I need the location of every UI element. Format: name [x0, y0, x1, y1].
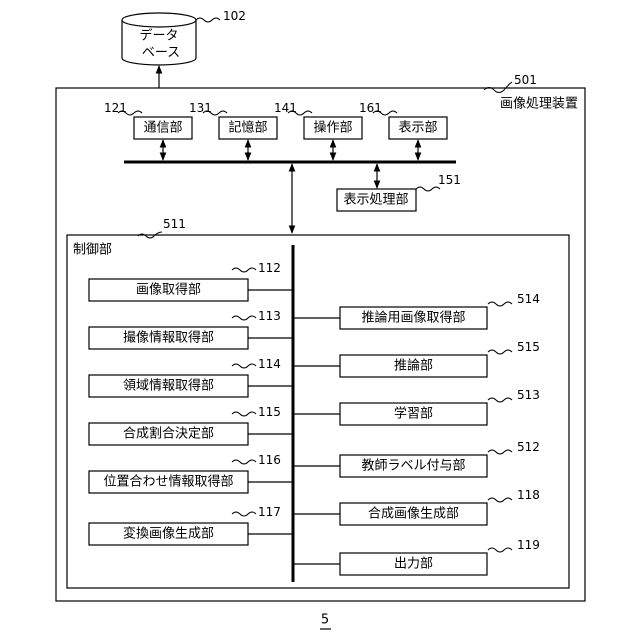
- display-processing-ref: 151: [438, 173, 461, 187]
- right-unit-ref: 514: [517, 292, 540, 306]
- left-unit-ref: 115: [258, 405, 281, 419]
- top-unit-label: 記憶部: [228, 120, 267, 136]
- right-unit-label: 学習部: [394, 406, 433, 422]
- database-ref: 102: [223, 9, 246, 23]
- control-title: 制御部: [73, 243, 112, 258]
- top-unit-ref: 131: [189, 101, 212, 115]
- database-label-line2: ベース: [142, 46, 180, 61]
- right-unit-label: 推論用画像取得部: [361, 310, 465, 326]
- left-unit-label: 画像取得部: [136, 282, 201, 298]
- left-unit-ref: 113: [258, 309, 281, 323]
- left-unit-ref: 117: [258, 505, 281, 519]
- database-ref-leader: [196, 18, 220, 22]
- left-unit-label: 領域情報取得部: [123, 378, 214, 394]
- right-unit-label: 教師ラベル付与部: [361, 458, 465, 474]
- database: データ ベース 102: [122, 9, 246, 65]
- left-unit-ref: 114: [258, 357, 281, 371]
- device-ref: 501: [514, 73, 537, 87]
- left-unit-label: 合成割合決定部: [123, 426, 214, 442]
- right-unit-label: 合成画像生成部: [368, 507, 459, 522]
- control-ref: 511: [163, 217, 186, 231]
- top-unit-label: 表示部: [398, 121, 437, 136]
- left-unit-label: 位置合わせ情報取得部: [103, 474, 233, 490]
- right-unit-ref: 513: [517, 388, 540, 402]
- right-unit-ref: 512: [517, 440, 540, 454]
- left-unit-label: 変換画像生成部: [123, 526, 214, 542]
- database-label-line1: データ: [139, 28, 178, 44]
- figure-number: 5: [321, 613, 329, 628]
- left-unit-ref: 116: [258, 453, 281, 467]
- top-unit-label: 操作部: [313, 120, 352, 136]
- left-unit-ref: 112: [258, 261, 281, 275]
- right-unit-label: 推論部: [394, 358, 433, 374]
- right-unit-ref: 118: [517, 488, 540, 502]
- right-unit-ref: 515: [517, 340, 540, 354]
- top-unit-ref: 141: [274, 101, 297, 115]
- top-unit-ref: 121: [104, 101, 127, 115]
- display-processing-label: 表示処理部: [343, 193, 408, 208]
- top-unit-label: 通信部: [143, 121, 182, 136]
- right-unit-ref: 119: [517, 538, 540, 552]
- device-title: 画像処理装置: [500, 97, 578, 112]
- top-unit-ref: 161: [359, 101, 382, 115]
- right-unit-label: 出力部: [394, 557, 433, 572]
- left-unit-label: 撮像情報取得部: [123, 330, 214, 346]
